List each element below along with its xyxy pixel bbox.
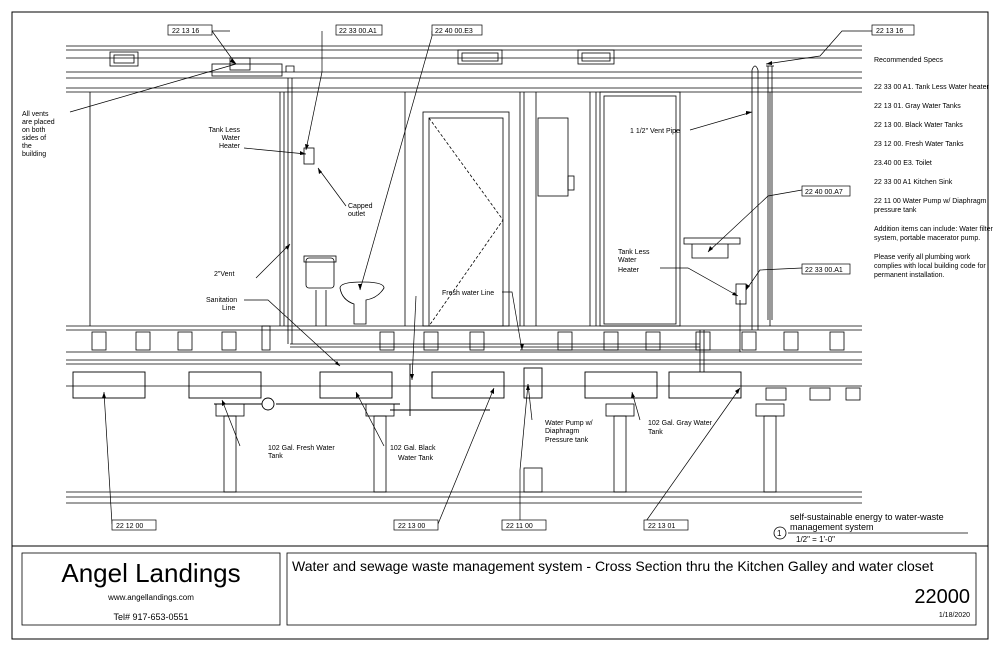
sheet-number: 22000 xyxy=(914,586,970,608)
spec-tags xyxy=(111,24,915,531)
floor-structure xyxy=(66,300,862,387)
heater-right-line3: Heater xyxy=(618,267,640,274)
gray-water-tank-2 xyxy=(668,371,742,399)
tag-22-13-00: 22 13 00 xyxy=(398,523,425,530)
gray-tank-line1: 102 Gal. Gray Water xyxy=(648,420,713,427)
tag-22-40-00-a7: 22 40 00.A7 xyxy=(805,189,843,196)
heater-left-line1: Tank Less xyxy=(208,127,240,134)
pump-line2: Diaphragm xyxy=(545,428,579,435)
company-website: www.angellandings.com xyxy=(108,593,194,602)
fresh-water-tank-1 xyxy=(72,371,146,399)
spec-item-kitchen-sink: 22 33 00 A1 Kitchen Sink xyxy=(874,179,953,186)
company-phone: Tel# 917-653-0551 xyxy=(113,612,189,622)
heater-left-line2: Water xyxy=(222,135,241,142)
vent-2in-label: 2"Vent xyxy=(214,271,234,278)
vents-note-line1: All vents xyxy=(22,111,49,118)
detail-title: 1 self-sustainable energy to water-waste… xyxy=(773,512,968,544)
fresh-water-tank-2 xyxy=(188,371,262,399)
arrowheads xyxy=(102,58,772,406)
company-box xyxy=(21,552,281,626)
tag-22-33-00-a1-top: 22 33 00.A1 xyxy=(339,28,377,35)
vents-note-line3: on both xyxy=(22,127,45,134)
fresh-water-line-label: Fresh water Line xyxy=(442,290,494,297)
vents-note-line2: are placed xyxy=(22,119,55,126)
tag-22-13-01: 22 13 01 xyxy=(648,523,675,530)
vent-pipes xyxy=(285,65,774,344)
heater-right-line2: Water xyxy=(618,257,637,264)
tag-22-33-00-a1-right: 22 33 00.A1 xyxy=(805,267,843,274)
gray-tank-line2: Tank xyxy=(648,429,663,436)
sheet-date: 1/18/2020 xyxy=(938,612,970,619)
vent-pipe-label: 1 1/2" Vent Pipe xyxy=(630,128,680,135)
sheet-border xyxy=(11,11,989,640)
spec-item-gray-tanks: 22 13 01. Gray Water Tanks xyxy=(874,103,961,110)
toilet xyxy=(303,255,385,326)
spec-item-fresh-tanks: 23 12 00. Fresh Water Tanks xyxy=(874,141,964,148)
company-name: Angel Landings xyxy=(61,558,241,588)
capped-outlet-line2: outlet xyxy=(348,211,365,218)
pump-line1: Water Pump w/ xyxy=(545,420,593,427)
black-water-tank-2 xyxy=(431,371,505,399)
detail-scale: 1/2" = 1'-0" xyxy=(796,535,835,544)
support-posts xyxy=(66,387,862,504)
sanitation-line1: Sanitation xyxy=(206,297,237,304)
tanks xyxy=(72,364,742,416)
spec-item-toilet: 23.40 00 E3. Toilet xyxy=(874,160,932,167)
gray-water-tank-1 xyxy=(584,371,658,399)
fresh-tank-line2: Tank xyxy=(268,453,283,460)
tag-22-13-16-left: 22 13 16 xyxy=(172,28,199,35)
vents-note-line6: building xyxy=(22,151,46,158)
black-tank-line2: Water Tank xyxy=(398,455,434,462)
tag-22-13-16-right: 22 13 16 xyxy=(876,28,903,35)
sheet-title-box xyxy=(286,552,977,626)
spec-item-additional: Addition items can include: Water filter… xyxy=(874,226,993,242)
spec-tag-text: 22 13 16 22 33 00.A1 22 40 00.E3 22 13 1… xyxy=(116,28,903,530)
vents-note-line4: sides of xyxy=(22,135,46,142)
tag-22-12-00: 22 12 00 xyxy=(116,523,143,530)
detail-title-line1: self-sustainable energy to water-waste xyxy=(790,512,944,522)
spec-item-black-tanks: 22 13 00. Black Water Tanks xyxy=(874,122,963,129)
specs-heading: Recommended Specs xyxy=(874,57,943,64)
detail-title-line2: management system xyxy=(790,522,874,532)
vents-note-line5: the xyxy=(22,143,32,150)
roof-structure xyxy=(66,45,862,93)
detail-number: 1 xyxy=(777,529,782,538)
sheet-title: Water and sewage waste management system… xyxy=(292,558,934,574)
spec-item-code-note: Please verify all plumbing work complies… xyxy=(874,254,986,279)
heater-right-line1: Tank Less xyxy=(618,249,650,256)
walls xyxy=(89,92,771,326)
heater-left-line3: Heater xyxy=(219,143,241,150)
pump-line3: Pressure tank xyxy=(545,437,589,444)
capped-outlet-line1: Capped xyxy=(348,203,373,210)
sanitation-line2: Line xyxy=(222,305,235,312)
water-pump xyxy=(523,367,543,399)
black-tank-line1: 102 Gal. Black xyxy=(390,445,436,452)
fresh-tank-line1: 102 Gal. Fresh Water xyxy=(268,445,335,452)
tag-22-11-00: 22 11 00 xyxy=(506,523,533,530)
recommended-specs: Recommended Specs 22 33 00 A1. Tank Less… xyxy=(874,56,996,290)
detail-number-circle xyxy=(773,526,787,540)
kitchen-sink xyxy=(683,237,741,259)
spec-item-water-pump: 22 11 00 Water Pump w/ Diaphragm pressur… xyxy=(874,198,987,214)
spec-item-tankless-heater: 22 33 00 A1. Tank Less Water heater xyxy=(874,84,989,91)
tag-22-40-00-e3: 22 40 00.E3 xyxy=(435,28,473,35)
callout-labels: All vents are placed on both sides of th… xyxy=(22,111,713,462)
